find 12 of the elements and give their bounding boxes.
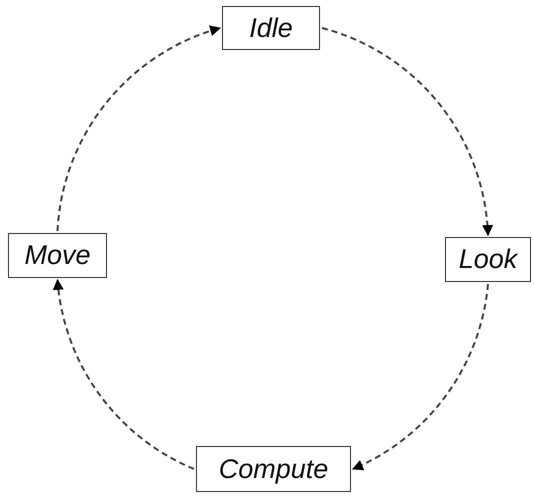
dashed-arrow: [56, 26, 222, 232]
state-label: Idle: [249, 12, 293, 44]
state-label: Look: [458, 244, 518, 275]
dashed-arrow: [322, 27, 492, 236]
state-box: [222, 6, 320, 50]
state-box: [445, 237, 531, 282]
dashed-arrow: [352, 284, 489, 470]
dashed-arrow: [53, 278, 194, 470]
state-box: [196, 446, 351, 492]
state-label: Compute: [218, 454, 328, 484]
state-label: Move: [24, 240, 91, 271]
state-box: [8, 233, 107, 278]
